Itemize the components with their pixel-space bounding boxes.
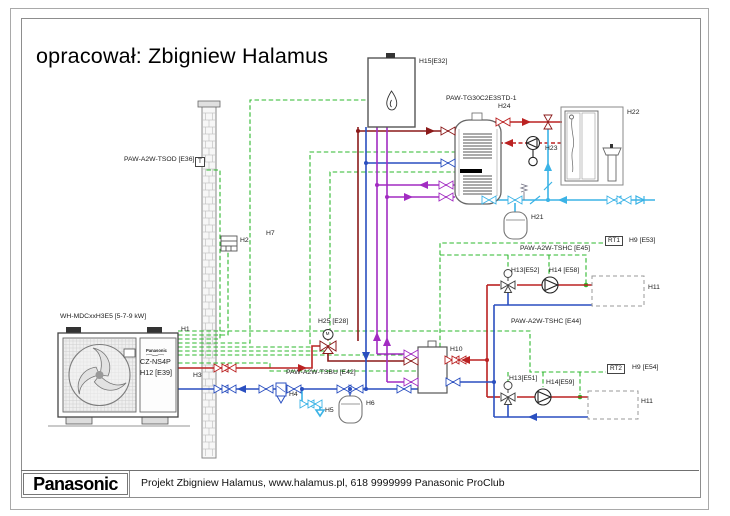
label-rt1: RT1 <box>605 236 623 247</box>
footer-divider <box>129 471 130 497</box>
tank-sensor-bar <box>460 169 482 173</box>
title-block-footer: Panasonic Projekt Zbigniew Halamus, www.… <box>21 470 699 497</box>
label-boiler: H15[E32] <box>419 58 448 65</box>
washbasin-icon <box>602 144 622 182</box>
label-h9-e54: H9 [E54] <box>632 364 659 371</box>
safety-valve-spring <box>519 183 529 200</box>
mixing-valve-h13-e52-icon <box>500 269 516 293</box>
label-tank-model: PAW-TG30C2E3STD-1 <box>446 95 517 102</box>
control-wiring <box>178 99 606 394</box>
label-tsbu: PAW-A2W-TSBU [E42] <box>286 369 356 376</box>
buffer-tank <box>417 340 448 394</box>
label-h25-m: M <box>325 330 330 336</box>
label-h24: H24 <box>498 103 511 110</box>
expansion-vessel-h21 <box>503 211 528 240</box>
brand-logo-cell: Panasonic <box>23 473 128 495</box>
pumps <box>525 135 559 406</box>
label-h4: H4 <box>289 391 298 398</box>
label-h1: H1 <box>181 326 190 333</box>
label-h10: H10 <box>450 346 463 353</box>
label-rt2: RT2 <box>607 364 625 375</box>
pump-h23-icon <box>525 135 541 151</box>
shower-cabin-icon <box>564 110 599 182</box>
mixing-valve-h13-e51-icon <box>500 381 516 405</box>
label-h22: H22 <box>627 109 640 116</box>
label-tsod-t: T <box>195 157 205 168</box>
filter-h4-icon <box>275 382 287 405</box>
pump-h14-e58-icon <box>541 276 559 294</box>
footer-project-info: Projekt Zbigniew Halamus, www.halamus.pl… <box>141 477 505 489</box>
label-h21: H21 <box>531 214 544 221</box>
drawing-frame-inner <box>21 18 701 498</box>
label-h25: H25 [E28] <box>318 318 349 325</box>
label-tsod: PAW-A2W-TSOD [E36] <box>124 156 195 163</box>
label-h3: H3 <box>193 372 202 379</box>
panasonic-logo: Panasonic <box>33 473 118 494</box>
thermometer-icon <box>528 150 538 167</box>
label-hp-brand: Panasonic <box>146 348 167 353</box>
label-h7: H7 <box>266 230 275 237</box>
heating-zone-boxes <box>587 275 645 420</box>
outdoor-heat-pump-unit <box>48 327 190 427</box>
page-title: opracował: Zbigniew Halamus <box>36 44 329 68</box>
label-h6: H6 <box>366 400 375 407</box>
expansion-vessel-h6 <box>338 395 363 424</box>
mixing-valves <box>319 269 516 405</box>
label-hp-controller: CZ-NS4P <box>140 357 171 366</box>
label-h13-e52: H13[E52] <box>511 267 540 274</box>
label-h2: H2 <box>240 237 249 244</box>
label-h12: H12 [E39] <box>140 368 172 377</box>
check-valve-flaps <box>529 181 646 205</box>
fan-icon <box>68 343 131 407</box>
pipes-boiler-circuit <box>327 127 455 362</box>
label-h11-lower: H11 <box>641 398 653 405</box>
wall-chimney <box>197 100 221 459</box>
mixing-valve-h25-icon <box>319 329 337 354</box>
dhw-tank <box>454 112 502 205</box>
label-h14-e58: H14 [E58] <box>549 267 580 274</box>
label-h11-upper: H11 <box>648 284 660 291</box>
label-h13-e51: H13[E51] <box>509 375 538 382</box>
flame-icon <box>386 90 398 111</box>
bathroom-group <box>560 106 624 186</box>
label-tshc-e45: PAW-A2W-TSHC [E45] <box>520 245 590 252</box>
label-h5: H5 <box>325 407 334 414</box>
gas-boiler <box>367 53 416 128</box>
valves-and-fittings <box>213 114 632 421</box>
room-controller-h2-icon <box>220 235 238 252</box>
label-hp-model: WH-MDCxxH3E5 [5-7-9 kW] <box>60 313 147 320</box>
pump-h14-e59-icon <box>534 388 552 406</box>
label-tshc-e44: PAW-A2W-TSHC [E44] <box>511 318 581 325</box>
label-h23: H23 <box>545 145 558 152</box>
label-h14-e59: H14[E59] <box>546 379 575 386</box>
label-h9-e53: H9 [E53] <box>629 237 656 244</box>
expansion-vessels <box>338 211 528 424</box>
drawing-frame-outer <box>10 8 709 510</box>
